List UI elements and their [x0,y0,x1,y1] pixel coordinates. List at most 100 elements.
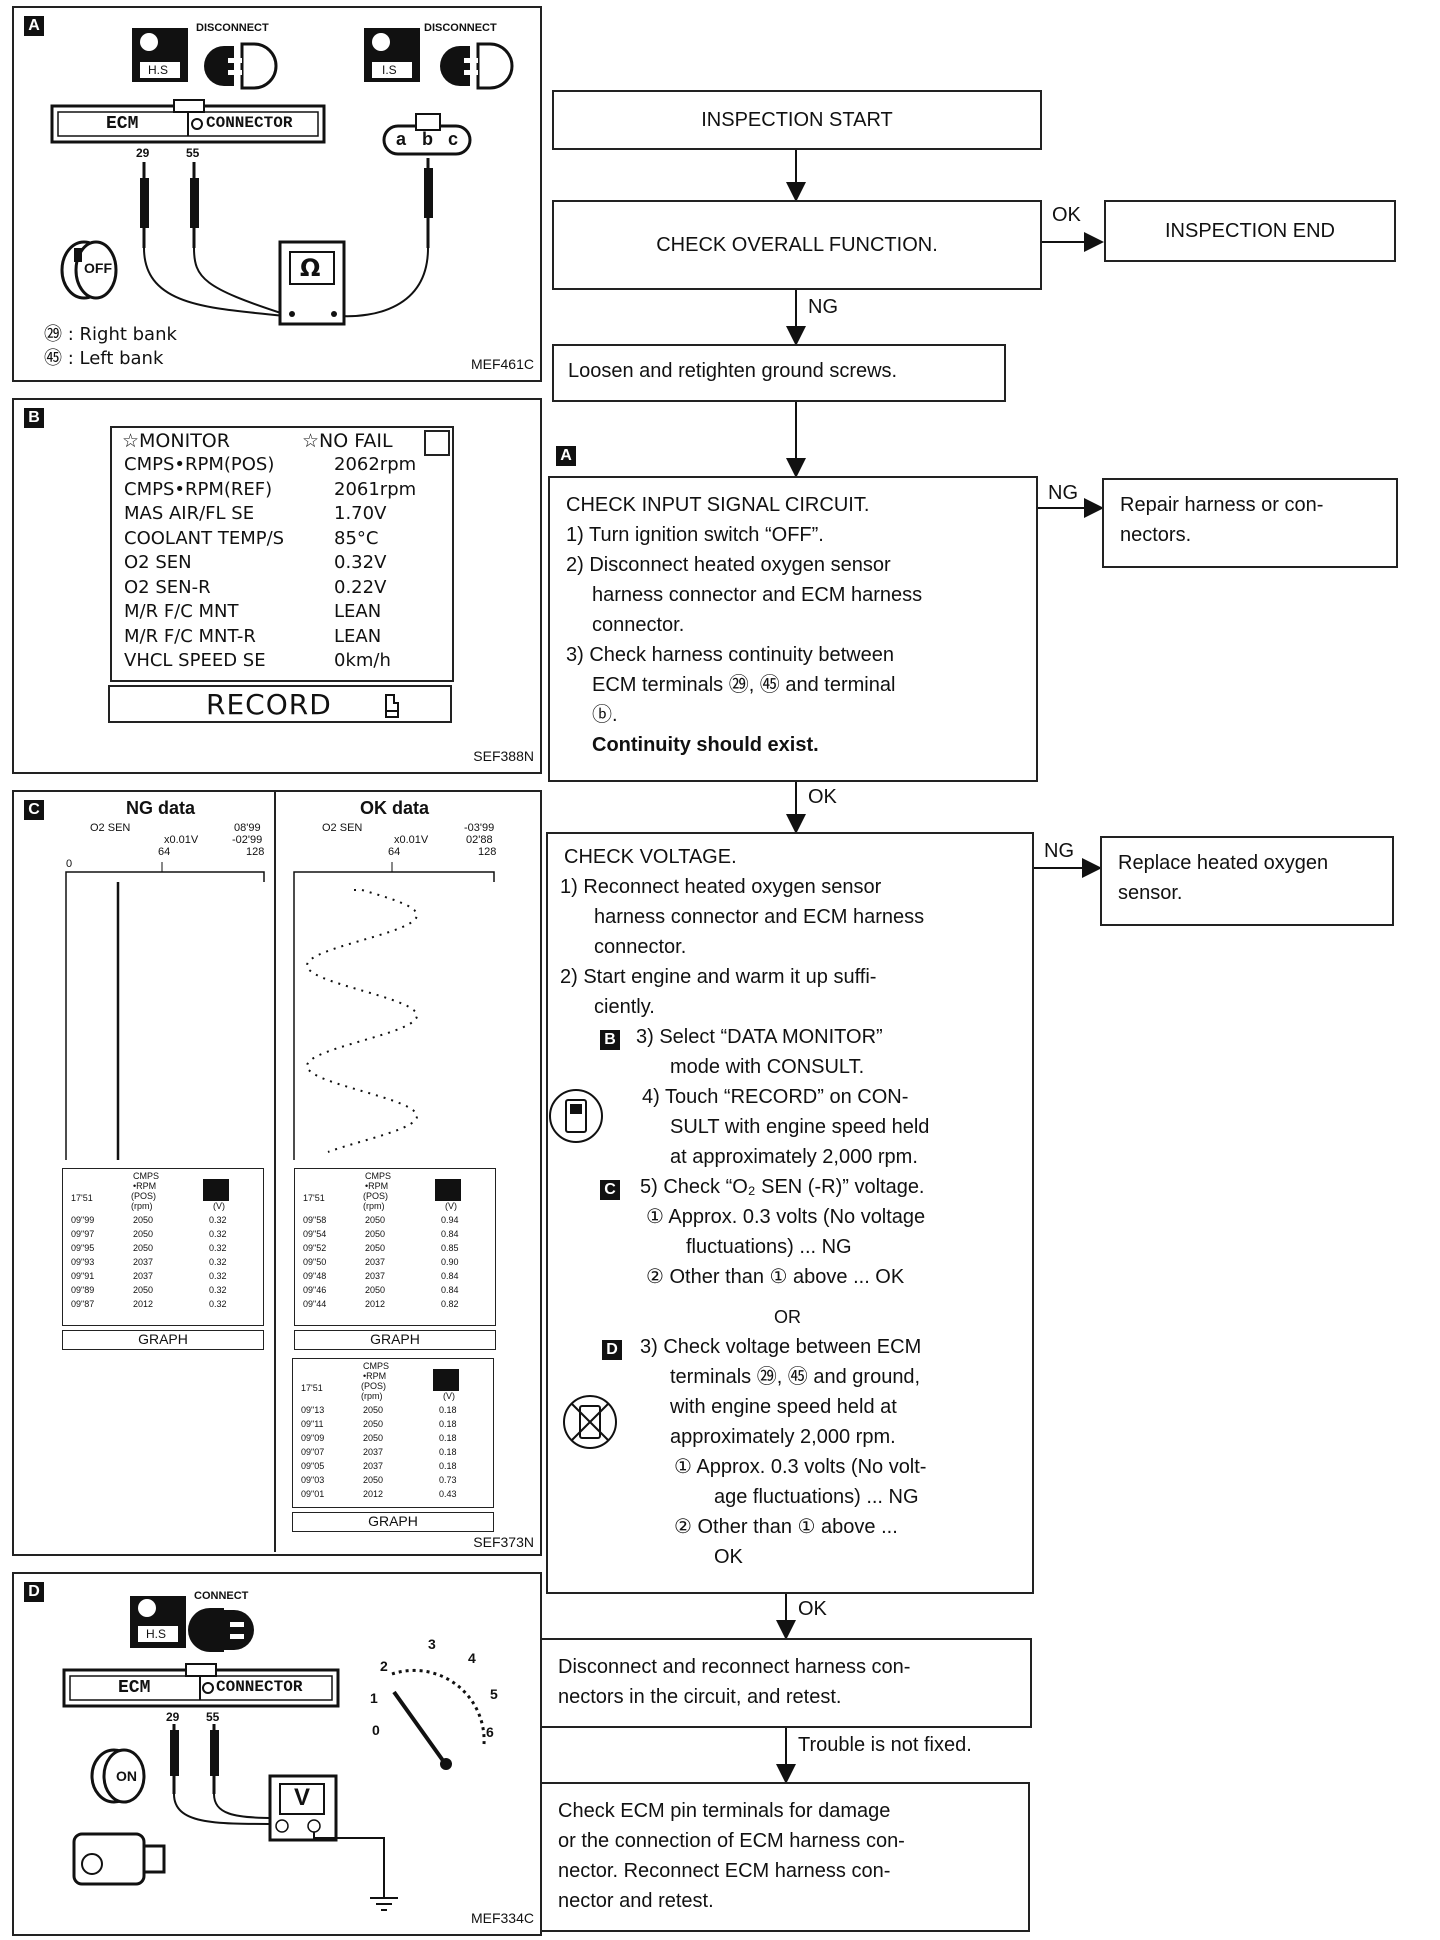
connect-label: CONNECT [194,1590,249,1602]
disconnect-label: DISCONNECT [196,22,269,34]
panel-a-diagram [50,28,514,326]
check-voltage-box [546,832,1034,1594]
input-step: 1) Turn ignition switch “OFF”. [566,524,824,546]
replace-box: Replace heated oxygen sensor. [1100,836,1394,926]
disconnect-label-2: DISCONNECT [424,22,497,34]
ok-label-2: OK [808,786,837,808]
monitor-row-value: 2061rpm [334,478,417,500]
record-button[interactable]: RECORD [108,685,452,723]
monitor-row-value: 0km/h [334,650,391,671]
table-cell: 2050 [365,1285,386,1295]
ok-graph-button-1[interactable]: GRAPH [294,1330,496,1350]
table-cell: 09"13 [301,1405,325,1415]
ok-label-3: OK [798,1598,827,1620]
ok-data-title: OK data [360,798,430,818]
record-label: RECORD [206,688,332,721]
table-time: 17'51 [301,1383,323,1393]
table-cell: 09"50 [303,1257,327,1267]
monitor-checkbox [424,430,450,456]
table-cell: 09"05 [301,1461,325,1471]
d-step-3a: 3) Check voltage between ECM [640,1336,922,1358]
ng-time-2: -02'99 [232,834,263,846]
ok-label-1: OK [1052,204,1081,226]
table-cell: 09"07 [301,1447,325,1457]
table-cell: 2050 [363,1433,384,1443]
table-cell: 0.94 [441,1215,459,1225]
connector-disconnect-icon-2 [439,42,514,90]
pin-29-label: 29 [166,1710,180,1724]
table-cell: 09"11 [301,1419,324,1429]
inspection-end-box: INSPECTION END [1104,200,1396,262]
table-cell: 2037 [133,1271,154,1281]
table-cell: 2037 [363,1461,384,1471]
ng-label-2: NG [1048,482,1078,504]
gauge-2: 2 [380,1658,388,1674]
step-5: 5) Check “O₂ SEN (-R)” voltage. [640,1176,925,1198]
terminal-c-label: c [448,129,459,149]
table-header: CMPS [133,1171,160,1181]
monitor-row-value: 0.32V [334,552,387,573]
ignition-key-on-icon [90,1748,146,1804]
table-header: (rpm) [363,1201,385,1211]
off-label: OFF [84,260,112,276]
terminal-a-label: a [396,129,407,149]
input-step: ⓑ. [592,704,618,726]
input-step: 2) Disconnect heated oxygen sensor [566,554,891,576]
check-ecm-box: Check ECM pin terminals for damage or th… [540,1782,1030,1932]
panel-c: C NG data OK data O2 SEN 08'99 x0.01V -0… [12,790,542,1556]
table-header: (rpm) [131,1201,153,1211]
table-cell: 2050 [133,1285,154,1295]
ng-data-title: NG data [126,798,196,818]
or-label: OR [774,1307,801,1327]
table-cell: 2050 [133,1229,154,1239]
table-cell: 2050 [365,1243,386,1253]
step-4: 4) Touch “RECORD” on CON- [642,1086,909,1108]
trouble-label: Trouble is not fixed. [798,1734,972,1756]
table-header: (POS) [131,1191,157,1201]
table-header: •RPM [133,1181,157,1191]
engine-icon [72,1832,166,1886]
d-step-3b: terminals ㉙, ㊺ and ground, [670,1366,921,1388]
table-cell: 09"03 [301,1475,325,1485]
ng-graph-button[interactable]: GRAPH [62,1330,264,1350]
step-3b: mode with CONSULT. [670,1056,865,1078]
input-step: ECM terminals ㉙, ㊺ and terminal [592,674,896,696]
pin-29-label: 29 [136,146,150,160]
step-4c: at approximately 2,000 rpm. [670,1146,918,1168]
table-cell: 09"99 [71,1215,95,1225]
table-cell: 2050 [365,1229,386,1239]
table-cell: 0.82 [441,1299,459,1309]
terminal-b-label: b [422,129,433,149]
gauge-0: 0 [372,1722,380,1738]
table-highlight [433,1369,459,1391]
table-cell: 2050 [133,1215,154,1225]
monitor-row-name: VHCL SPEED SE [124,650,266,671]
ok-time: -03'99 [464,822,495,834]
result-2: ② Other than ① above ... OK [646,1266,905,1288]
voltage-gauge-icon [391,1668,486,1770]
gauge-5: 5 [490,1686,498,1702]
disconnect-box: Disconnect and reconnect harness con- ne… [540,1638,1032,1728]
gauge-3: 3 [428,1636,436,1652]
panel-a: A [12,6,542,382]
on-label: ON [116,1768,137,1784]
table-cell: 2037 [365,1271,386,1281]
table-cell: 0.18 [439,1419,457,1429]
volt-step-1: 1) Reconnect heated oxygen sensor [560,876,882,898]
table-highlight [203,1179,229,1201]
hood-switch-icon-2 [364,28,420,82]
inspection-start-box: INSPECTION START [552,90,1042,150]
ng-tick-128: 128 [246,846,265,858]
table-cell: 0.32 [209,1271,227,1281]
divider [274,792,276,1552]
ok-graph-button-2[interactable]: GRAPH [292,1512,494,1532]
table-cell: 2050 [363,1405,384,1415]
input-step: harness connector and ECM harness [592,584,923,606]
ok-unit: x0.01V [394,834,429,846]
result-1a: ① Approx. 0.3 volts (No voltage [646,1206,926,1228]
volt-step-1b: harness connector and ECM harness [594,906,925,928]
table-time: 17'51 [71,1193,93,1203]
